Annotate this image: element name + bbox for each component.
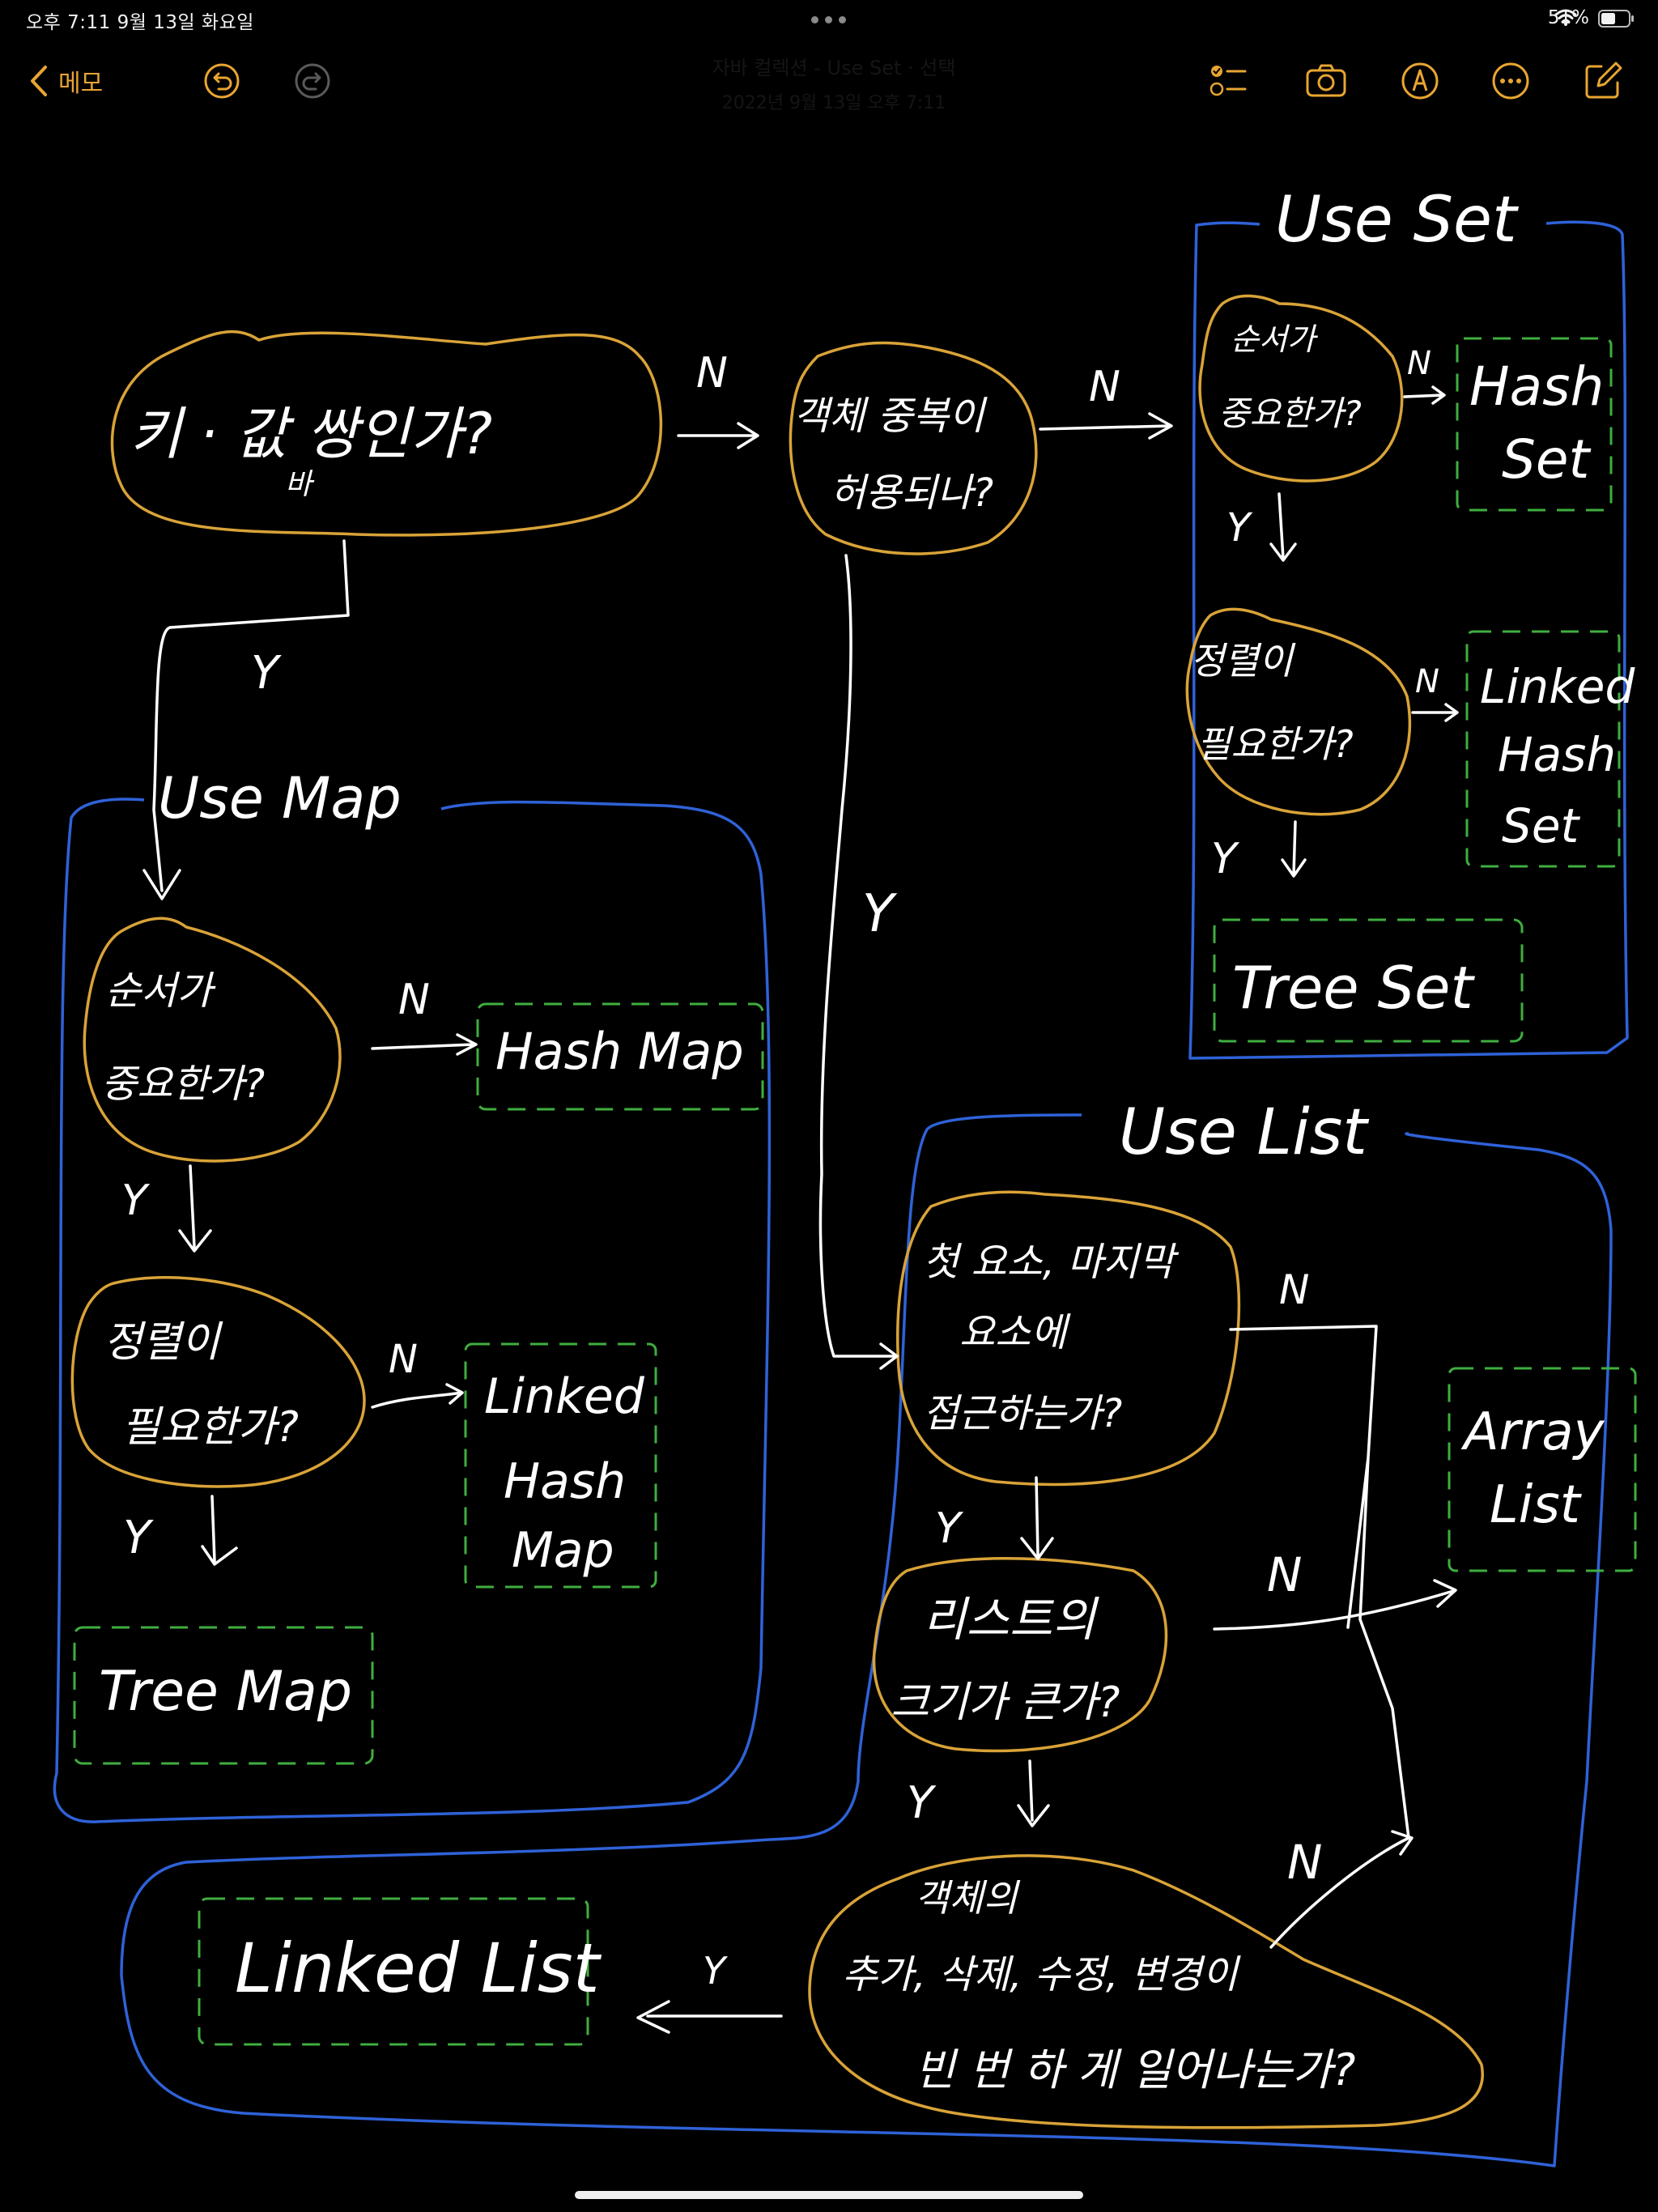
note-title: 자바 컬렉션 - Use Set · 선택 2022년 9월 13일 오후 7:… bbox=[664, 52, 1004, 114]
compose-icon[interactable] bbox=[1582, 60, 1624, 102]
chevron-left-icon bbox=[31, 66, 47, 96]
markup-pen-icon[interactable] bbox=[1399, 60, 1441, 102]
drawing-canvas-area[interactable] bbox=[0, 121, 1658, 2178]
wifi-icon bbox=[1554, 9, 1577, 26]
back-label: 메모 bbox=[58, 70, 104, 98]
notes-toolbar: 메모 자바 컬렉션 - Use Set · 선택 2022년 9월 13일 오후… bbox=[0, 49, 1658, 113]
home-indicator[interactable] bbox=[575, 2191, 1083, 2199]
more-icon[interactable] bbox=[1490, 60, 1532, 102]
note-date-text: 2022년 9월 13일 오후 7:11 bbox=[721, 93, 946, 113]
redo-icon[interactable] bbox=[291, 60, 334, 102]
multitasking-dots-icon[interactable] bbox=[811, 16, 847, 24]
note-title-text: 자바 컬렉션 - Use Set · 선택 bbox=[712, 57, 956, 79]
checklist-icon[interactable] bbox=[1208, 60, 1250, 102]
camera-icon[interactable] bbox=[1305, 60, 1347, 102]
status-bar: 오후 7:11 9월 13일 화요일 51% bbox=[0, 0, 1658, 40]
undo-icon[interactable] bbox=[201, 60, 243, 102]
status-time: 오후 7:11 9월 13일 화요일 bbox=[26, 12, 254, 33]
battery-percentage: 51% bbox=[1547, 7, 1589, 28]
battery-icon bbox=[1598, 10, 1634, 28]
back-button[interactable]: 메모 bbox=[29, 58, 103, 104]
